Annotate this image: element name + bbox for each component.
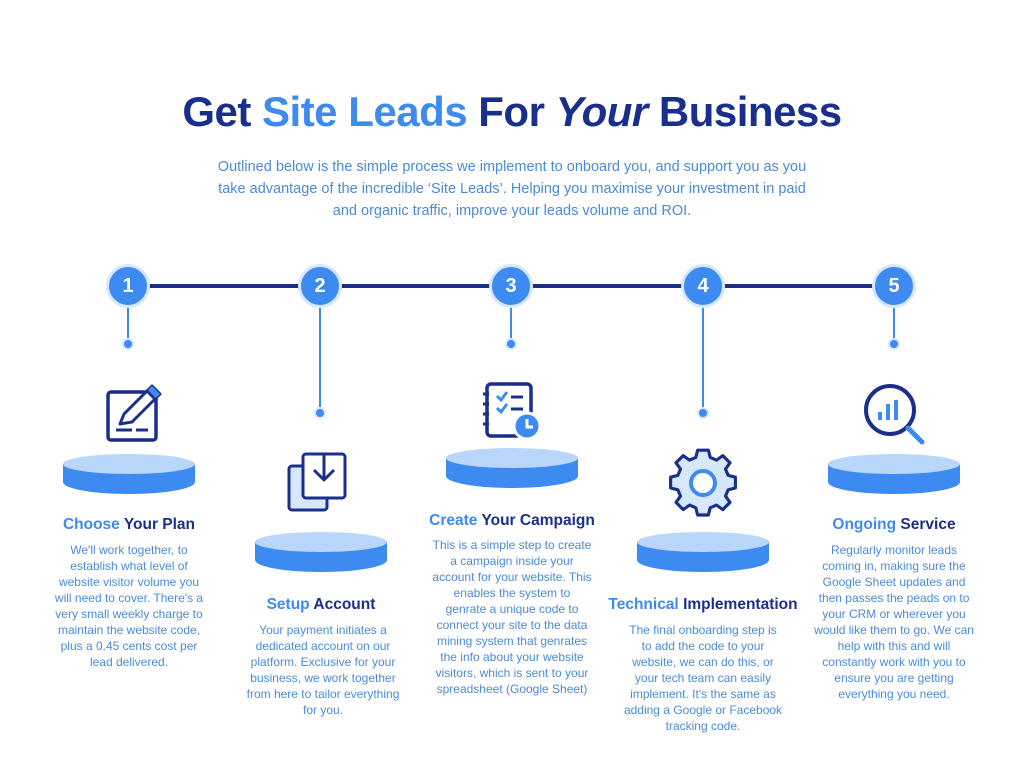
title-accent: Site Leads (262, 88, 468, 135)
step-4-description: The final onboarding step is to add the … (623, 623, 783, 733)
step-4-number: 4 (681, 264, 725, 308)
step-5-description: Regularly monitor leads coming in, makin… (814, 543, 974, 701)
download-tray-icon (283, 448, 353, 518)
step-5-title-rest: Service (900, 516, 956, 533)
step-5-title: Ongoing Service (784, 516, 1004, 534)
step-2-pedestal (255, 532, 387, 572)
step-1-title: Choose Your Plan (19, 516, 239, 534)
step-5-number: 5 (872, 264, 916, 308)
step-1-pedestal (63, 454, 195, 494)
drop-dot-1 (122, 338, 134, 350)
drop-dot-4 (697, 407, 709, 419)
title-part-2: For (478, 88, 545, 135)
edit-document-icon (100, 380, 170, 450)
step-1-description: We'll work together, to establish what l… (54, 543, 204, 669)
step-3-description: This is a simple step to create a campai… (432, 538, 592, 696)
step-5-title-highlight: Ongoing (832, 516, 897, 533)
gear-icon (668, 448, 738, 518)
title-part-3: Business (658, 88, 842, 135)
drop-dot-2 (314, 407, 326, 419)
step-3-title: Create Your Campaign (402, 512, 622, 530)
step-3-title-rest: Your Campaign (481, 512, 595, 529)
step-3-number: 3 (489, 264, 533, 308)
step-5-pedestal (828, 454, 960, 494)
step-3-pedestal (446, 448, 578, 488)
step-4-pedestal (637, 532, 769, 572)
drop-dot-5 (888, 338, 900, 350)
step-4-title-rest: Implementation (683, 596, 798, 613)
title-italic: Your (555, 88, 649, 135)
step-4-title-highlight: Technical (608, 596, 679, 613)
step-2-title-highlight: Setup (266, 596, 310, 613)
checklist-clock-icon (477, 378, 547, 448)
step-2-title-rest: Account (313, 596, 376, 613)
step-2-title: Setup Account (211, 596, 431, 614)
step-4-title: Technical Implementation (593, 596, 813, 614)
step-2-number: 2 (298, 264, 342, 308)
step-3-title-highlight: Create (429, 512, 478, 529)
step-2-description: Your payment initiates a dedicated accou… (246, 623, 400, 717)
page-title: Get Site Leads For Your Business (0, 88, 1024, 136)
step-1-title-highlight: Choose (62, 516, 120, 533)
title-part-1: Get (182, 88, 251, 135)
step-1-title-rest: Your Plan (123, 516, 196, 533)
intro-text: Outlined below is the simple process we … (217, 159, 807, 219)
drop-dot-3 (505, 338, 517, 350)
step-1-number: 1 (106, 264, 150, 308)
analytics-magnifier-icon (858, 378, 928, 448)
